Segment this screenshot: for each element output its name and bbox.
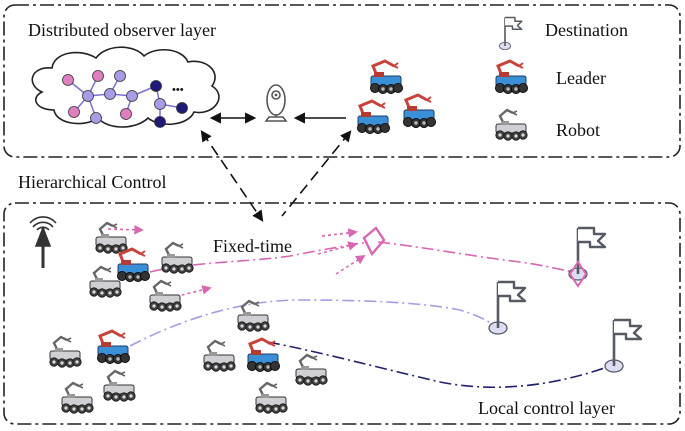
- observer-camera-icon: [264, 84, 288, 122]
- hier-arrow-left: [200, 130, 264, 222]
- antenna-icon: [29, 216, 57, 268]
- destination-flag-icon: [498, 16, 523, 51]
- follower-robot-icon: [88, 265, 123, 299]
- legend: Destination Leader Robot: [493, 16, 628, 142]
- trajectory-navy: [267, 341, 611, 389]
- trajectory-lavender: [129, 299, 499, 347]
- follower-robot-icon: [148, 279, 183, 313]
- graph-ellipsis: •••: [172, 84, 184, 96]
- destination-flag-icon: [487, 280, 527, 336]
- robot-icon: [494, 108, 529, 142]
- follower-robot-icon: [294, 353, 329, 387]
- legend-leader-label: Leader: [556, 68, 606, 88]
- observer-layer-title: Distributed observer layer: [28, 20, 216, 40]
- formation-shape: [362, 226, 386, 257]
- observer-layer-frame: [3, 4, 681, 158]
- fixed-time-label: Fixed-time: [213, 236, 292, 256]
- top-leader-robot-icon: [355, 99, 392, 136]
- follower-robot-icon: [254, 381, 289, 415]
- hier-arrow-right: [281, 130, 352, 217]
- destination-flag-icon: [603, 318, 643, 374]
- trajectory-pink-to-goal: [377, 241, 579, 274]
- local-layer-frame: [3, 202, 681, 425]
- legend-robot-label: Robot: [556, 120, 600, 140]
- trajectory-pink: [149, 241, 369, 273]
- top-leader-robot-icon: [401, 93, 438, 130]
- observer-graph-nodes: [62, 70, 188, 128]
- follower-robot-icon: [160, 241, 195, 275]
- follower-robot-icon: [60, 381, 95, 415]
- follower-robot-icon: [202, 339, 237, 373]
- destination-flag-icon: [567, 226, 607, 282]
- leader-robot-icon: [115, 247, 152, 284]
- follower-robot-icon: [94, 221, 129, 255]
- hierarchical-control-label: Hierarchical Control: [18, 172, 166, 192]
- top-leader-robot-icon: [368, 59, 405, 96]
- leader-robot-icon: [95, 329, 132, 366]
- follower-robot-icon: [102, 369, 137, 403]
- leader-robot-icon: [493, 59, 530, 96]
- legend-destination-label: Destination: [545, 20, 628, 40]
- follower-robot-icon: [236, 299, 271, 333]
- goal-formation-shape: [568, 260, 588, 288]
- local-layer-title: Local control layer: [478, 398, 615, 418]
- follower-robot-icon: [48, 335, 83, 369]
